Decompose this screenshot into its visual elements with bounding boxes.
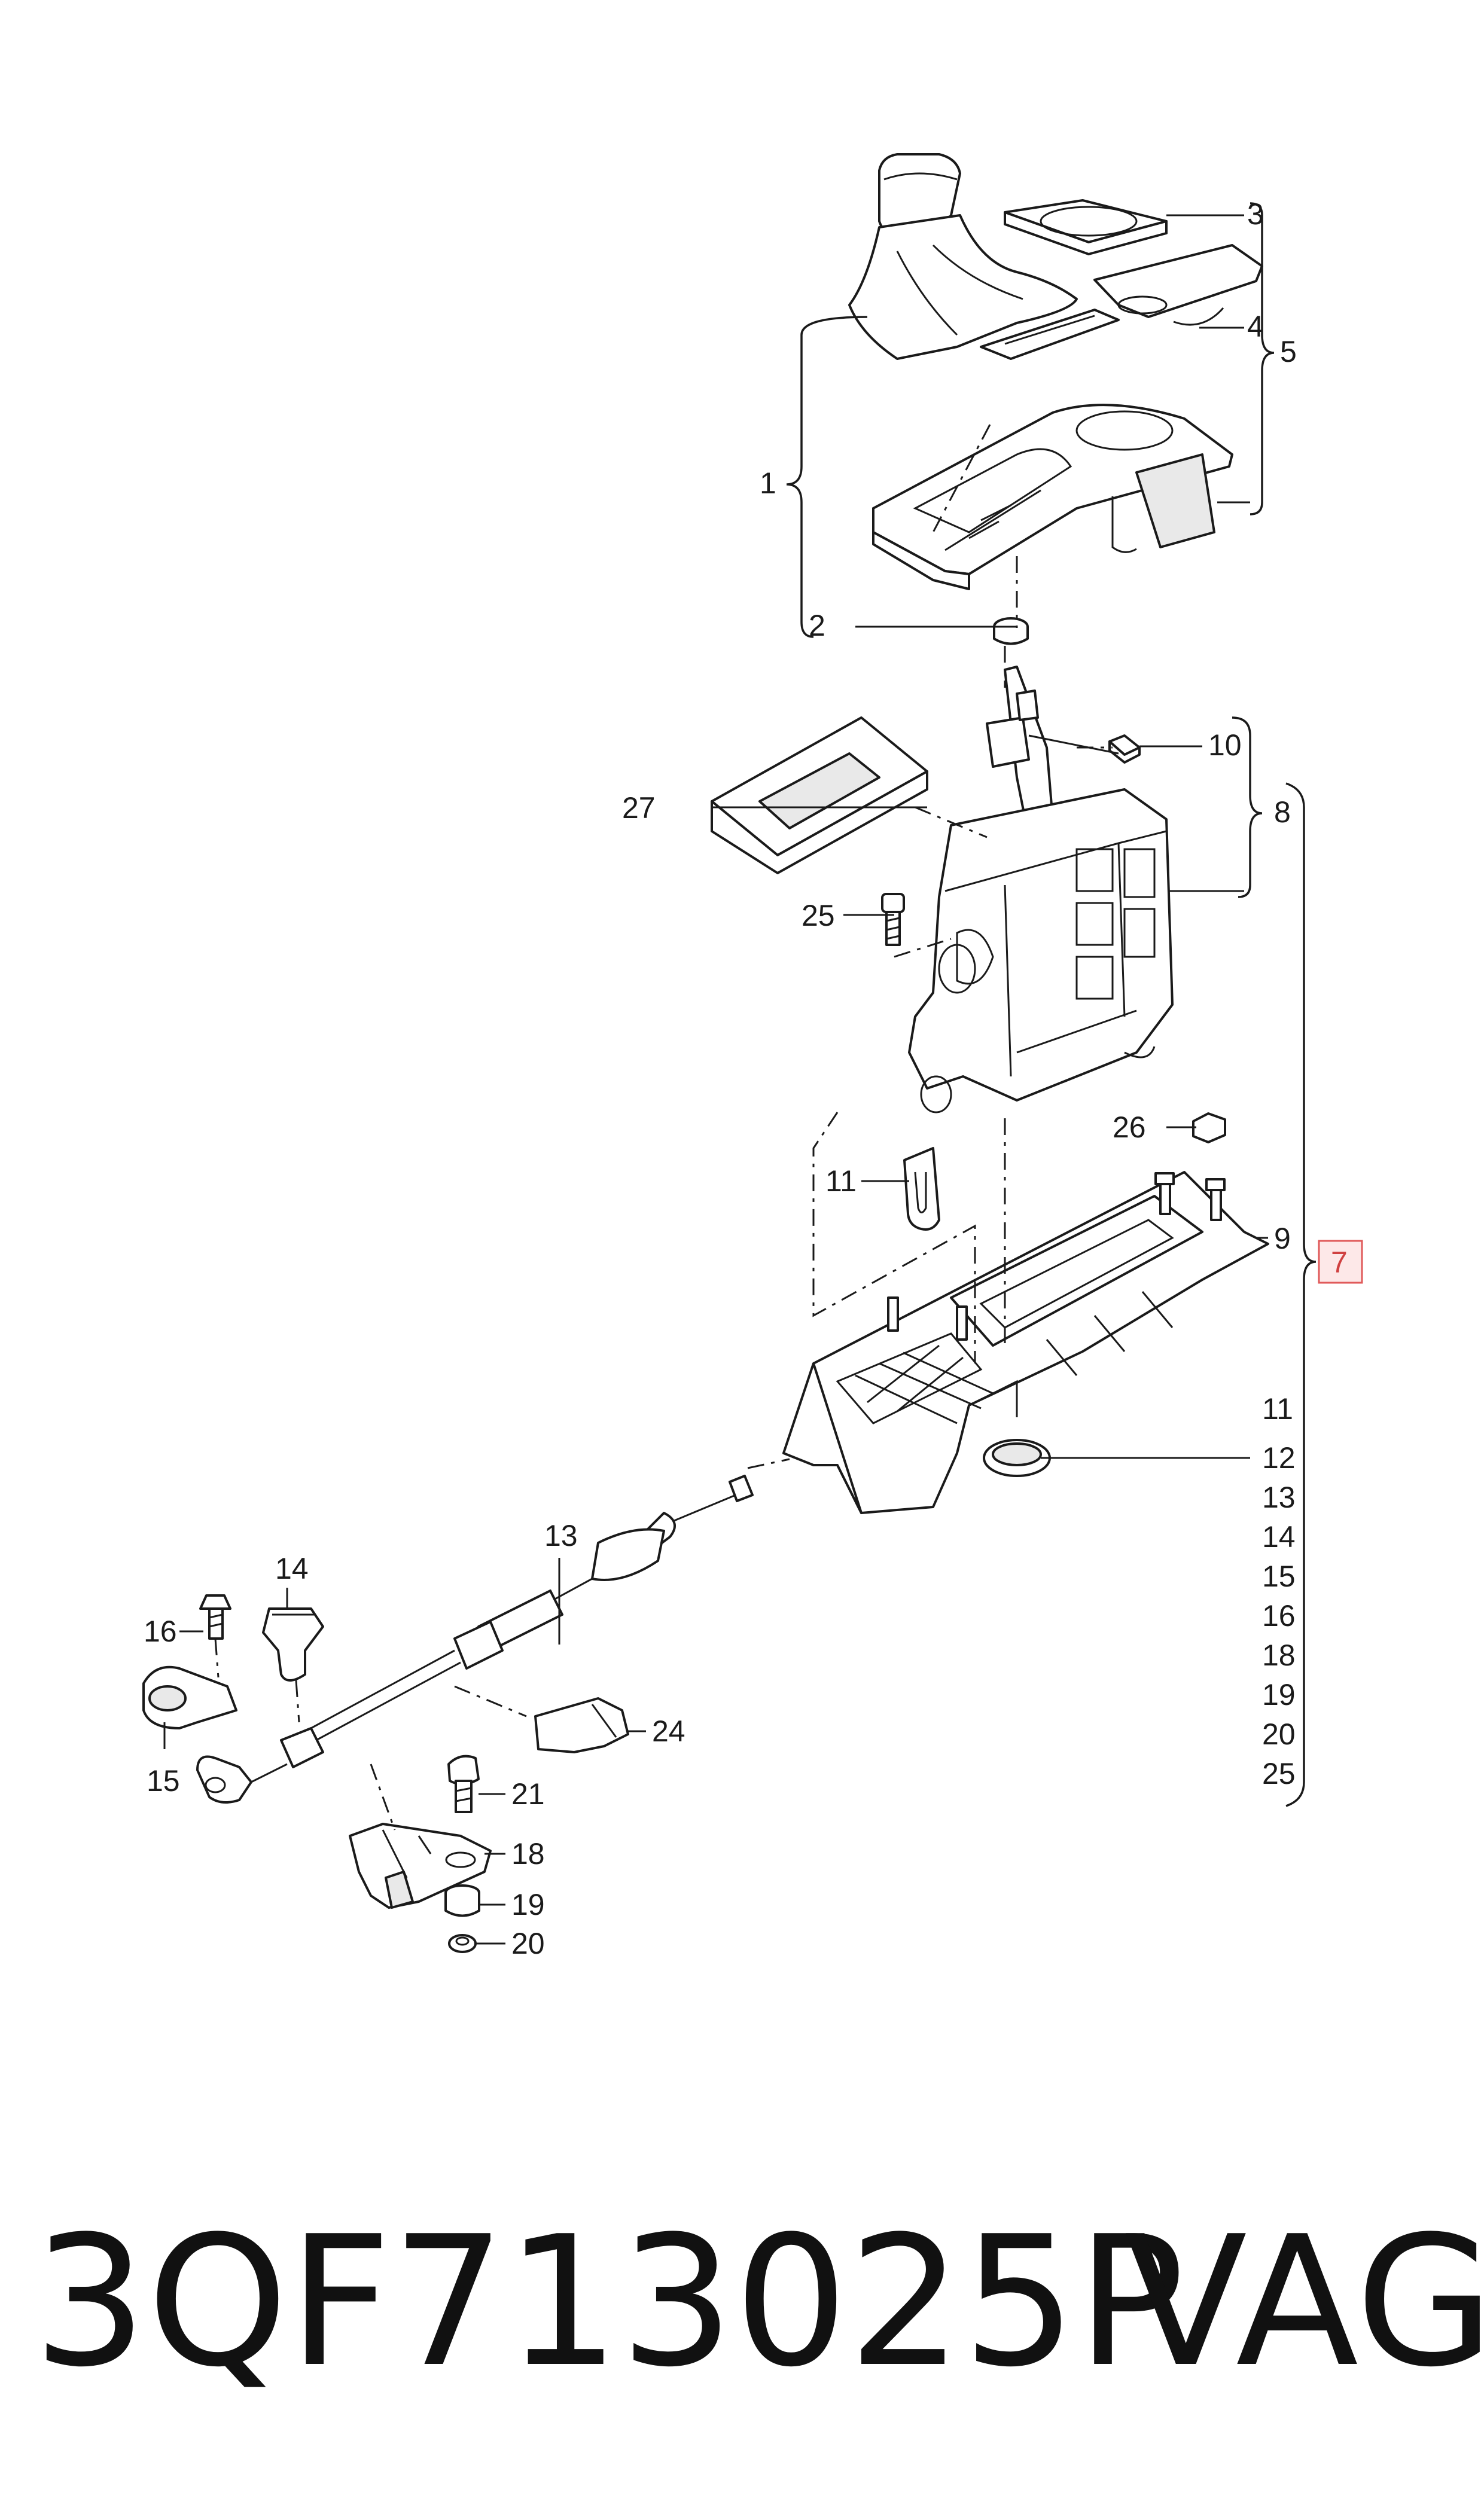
kit-list-item: 15 bbox=[1262, 1560, 1296, 1593]
callout-26: 26 bbox=[1113, 1110, 1146, 1144]
clip-20 bbox=[448, 1934, 477, 1953]
leader-lines bbox=[163, 214, 1268, 1945]
grommet-12 bbox=[983, 1439, 1051, 1477]
callout-10: 10 bbox=[1208, 728, 1242, 762]
braces bbox=[786, 202, 1317, 1807]
callout-9: 9 bbox=[1274, 1222, 1291, 1255]
callout-labels: 3 4 5 1 2 10 8 27 25 26 11 9 13 14 16 15… bbox=[144, 197, 1297, 1960]
console-trim-1 bbox=[872, 404, 1233, 590]
kit-list-item: 14 bbox=[1262, 1520, 1296, 1554]
callout-7: 7 bbox=[1331, 1246, 1348, 1279]
bolt-21 bbox=[447, 1755, 480, 1813]
cover-27 bbox=[711, 716, 928, 874]
nut-26 bbox=[1192, 1112, 1226, 1143]
clip-10 bbox=[1108, 734, 1141, 764]
kit-list-item: 25 bbox=[1262, 1757, 1296, 1790]
callout-27: 27 bbox=[622, 791, 656, 825]
callout-24: 24 bbox=[652, 1714, 685, 1748]
base-tray-9 bbox=[782, 1171, 1269, 1514]
bushing-19 bbox=[444, 1884, 480, 1917]
callout-1: 1 bbox=[760, 466, 776, 500]
callout-3: 3 bbox=[1247, 197, 1264, 231]
kit-list-item: 20 bbox=[1262, 1717, 1296, 1751]
u-clip-11 bbox=[903, 1147, 940, 1231]
shift-cable-13 bbox=[251, 1475, 754, 1783]
kit-7-contents-list: 11 12 13 14 15 16 18 19 20 25 bbox=[1262, 1392, 1296, 1790]
callout-5: 5 bbox=[1280, 335, 1297, 368]
brand-text: VAG bbox=[1125, 2198, 1484, 2406]
connection-lines bbox=[214, 424, 1113, 1830]
callout-4: 4 bbox=[1247, 310, 1264, 343]
part-number-text: 3QF713025P bbox=[33, 2198, 1185, 2406]
gate-cover-4 bbox=[980, 244, 1263, 360]
callout-14: 14 bbox=[275, 1552, 309, 1585]
callout-7-highlight: 7 bbox=[1318, 1240, 1363, 1284]
bolt-25 bbox=[881, 893, 905, 946]
trim-cover-3 bbox=[1004, 199, 1168, 255]
callout-8: 8 bbox=[1274, 795, 1291, 829]
callout-21: 21 bbox=[511, 1777, 545, 1811]
kit-list-item: 11 bbox=[1262, 1392, 1293, 1426]
selector-lever bbox=[986, 666, 1054, 838]
callout-13: 13 bbox=[544, 1519, 578, 1552]
callout-25: 25 bbox=[802, 899, 835, 932]
bushing-2 bbox=[993, 617, 1029, 645]
callout-18: 18 bbox=[511, 1837, 545, 1871]
holder-24 bbox=[534, 1697, 629, 1753]
lever-15 bbox=[142, 1665, 252, 1804]
kit-list-item: 13 bbox=[1262, 1481, 1296, 1514]
callout-15: 15 bbox=[147, 1764, 180, 1798]
bracket-14 bbox=[262, 1607, 324, 1682]
callout-20: 20 bbox=[511, 1927, 545, 1960]
kit-list-item: 18 bbox=[1262, 1639, 1296, 1672]
kit-list-item: 12 bbox=[1262, 1441, 1296, 1475]
shift-knob-boot bbox=[848, 153, 1078, 360]
callout-16: 16 bbox=[144, 1615, 177, 1648]
bolt-16 bbox=[199, 1594, 231, 1640]
callout-19: 19 bbox=[511, 1888, 545, 1921]
gear-selector-housing-8 bbox=[908, 788, 1174, 1113]
kit-list-item: 19 bbox=[1262, 1678, 1296, 1711]
callout-11: 11 bbox=[825, 1164, 857, 1198]
callout-2: 2 bbox=[809, 609, 825, 642]
kit-list-item: 16 bbox=[1262, 1599, 1296, 1633]
